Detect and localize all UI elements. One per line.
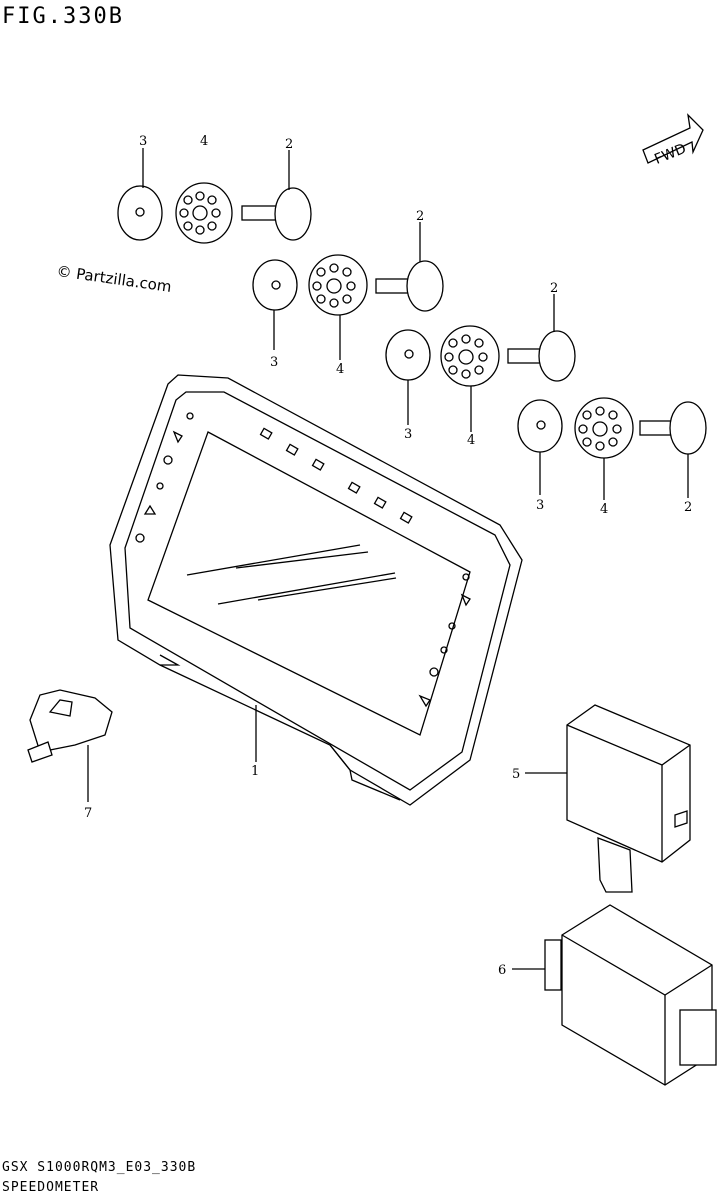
callout-4: 4	[200, 134, 208, 149]
callout-1: 1	[251, 764, 259, 779]
relay	[566, 704, 691, 893]
diagram-name: SPEEDOMETER	[2, 1180, 100, 1195]
cushion-a	[175, 182, 233, 244]
washer-c	[385, 329, 431, 381]
callout-2: 2	[550, 281, 558, 296]
callout-2: 2	[285, 137, 293, 152]
mount-set-d	[517, 397, 707, 459]
washer-b	[252, 259, 298, 311]
callout-3: 3	[139, 134, 147, 149]
callout-7: 7	[84, 806, 92, 821]
leader-lines	[87, 148, 689, 970]
callout-5: 5	[512, 767, 520, 782]
coupler	[27, 689, 113, 763]
washer-a	[117, 185, 163, 241]
callout-2: 2	[416, 209, 424, 224]
cushion-c	[440, 325, 500, 387]
callout-4: 4	[467, 433, 475, 448]
callout-6: 6	[498, 963, 506, 978]
cushion-b	[308, 254, 368, 316]
speedometer	[109, 374, 523, 806]
callout-3: 3	[536, 498, 544, 513]
diagram-code: GSX S1000RQM3_E03_330B	[2, 1160, 197, 1175]
callout-2: 2	[684, 500, 692, 515]
washer-d	[517, 399, 563, 453]
callout-3: 3	[404, 427, 412, 442]
callout-4: 4	[336, 362, 344, 377]
callout-labels: 3 4 2 2 2 3 4 3 4 3 4 2 1 7 5 6	[84, 134, 692, 978]
speedometer-display	[147, 431, 471, 736]
mount-set-c	[385, 325, 576, 387]
callout-3: 3	[270, 355, 278, 370]
mount-set-a	[117, 182, 312, 244]
figure-title: FIG.330B	[2, 4, 124, 29]
mount-set-b	[252, 254, 444, 316]
callout-4: 4	[600, 502, 608, 517]
fwd-arrow-icon: FWD	[642, 113, 704, 168]
relay-cover	[544, 904, 717, 1086]
cushion-d	[574, 397, 634, 459]
